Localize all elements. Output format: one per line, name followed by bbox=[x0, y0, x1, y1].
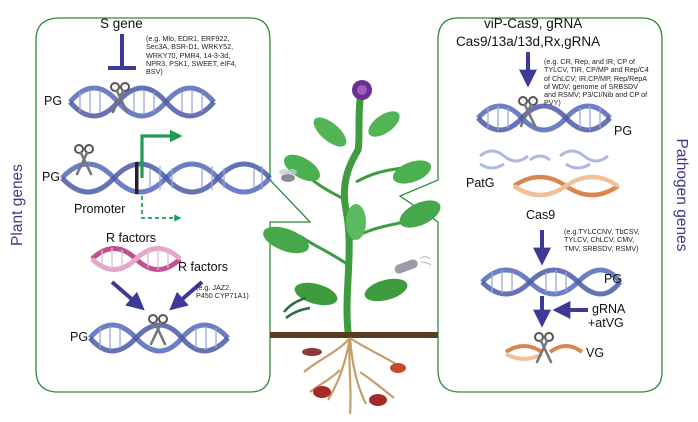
r-factors-label: R factors bbox=[106, 231, 157, 245]
nematode-icon bbox=[302, 348, 322, 356]
bacterium-icon bbox=[394, 256, 432, 274]
grna-label: gRNA bbox=[592, 302, 626, 316]
promoter-marker bbox=[135, 162, 139, 194]
leaf bbox=[346, 204, 366, 240]
r-factors-examples: (e.g. JAZ2, P450 CYP71A1) bbox=[196, 283, 249, 301]
guide-rna-title: viP-Cas9, gRNA bbox=[484, 16, 583, 31]
leaf bbox=[313, 117, 347, 147]
pg-label: PG bbox=[614, 124, 633, 138]
faded-helix-fragments bbox=[479, 149, 609, 170]
pg-label: PG bbox=[70, 330, 89, 344]
scissors-icon bbox=[73, 143, 95, 176]
leaf bbox=[283, 154, 321, 182]
s-gene-label: S gene bbox=[100, 16, 143, 31]
green-dashed-arrow bbox=[141, 196, 182, 222]
dna-helix-r-factors bbox=[90, 246, 182, 272]
plant-illustration bbox=[263, 80, 441, 415]
atvg-label: +atVG bbox=[588, 316, 624, 330]
promoter-label: Promoter bbox=[74, 202, 126, 216]
leaf bbox=[263, 226, 309, 254]
pathogen-icon bbox=[390, 363, 406, 373]
vg-label: VG bbox=[586, 346, 605, 360]
r-factor-arrow-left bbox=[110, 280, 145, 311]
dna-helix-patg bbox=[512, 174, 620, 198]
r-factor-arrow-right bbox=[169, 280, 204, 311]
target-examples: (e.g. CR, Rep, and IR, CP of TYLCV, TIR,… bbox=[544, 57, 649, 108]
roots bbox=[303, 337, 403, 415]
pg-label: PG bbox=[604, 272, 623, 286]
left-panel-frame bbox=[35, 17, 312, 393]
cas9-label: Cas9 bbox=[526, 208, 556, 222]
leaf bbox=[399, 200, 441, 228]
pg-label: PG bbox=[42, 170, 61, 184]
r-factors-label: R factors bbox=[178, 260, 229, 274]
pathogen-icon bbox=[313, 386, 331, 398]
dna-helix-pg2 bbox=[60, 161, 272, 195]
scissors-icon bbox=[147, 313, 169, 346]
cas-variants-title: Cas9/13a/13d,Rx,gRNA bbox=[456, 34, 601, 49]
pg-label: PG bbox=[44, 94, 63, 108]
leaf bbox=[368, 111, 400, 137]
fungus-icon bbox=[283, 296, 311, 319]
dna-helix-pg1 bbox=[68, 85, 216, 119]
green-upregulate-arrow bbox=[140, 129, 183, 178]
dna-helix-pg-right-1 bbox=[476, 103, 612, 133]
side-label-pathogen-genes: Pathogen genes bbox=[673, 138, 690, 252]
leaf bbox=[392, 160, 432, 184]
s-gene-inhibitor bbox=[108, 34, 136, 70]
soil-line bbox=[270, 332, 438, 338]
s-gene-examples: (e.g. Mlo, EDR1, ERF922, Sec3A, BSR-D1, … bbox=[146, 34, 237, 77]
leaf bbox=[364, 278, 408, 302]
cas9-examples: (e.g.TYLCCNV, TbCSV, TYLCV, ChLCV, CMV, … bbox=[564, 227, 640, 253]
dna-helix-pg-right-2 bbox=[480, 267, 622, 297]
leaf bbox=[294, 282, 338, 306]
fly-icon bbox=[279, 169, 297, 182]
side-label-plant-genes: Plant genes bbox=[9, 164, 26, 246]
right-panel-frame bbox=[398, 17, 663, 393]
pathogen-icon bbox=[369, 394, 387, 406]
patg-label: PatG bbox=[466, 176, 495, 190]
